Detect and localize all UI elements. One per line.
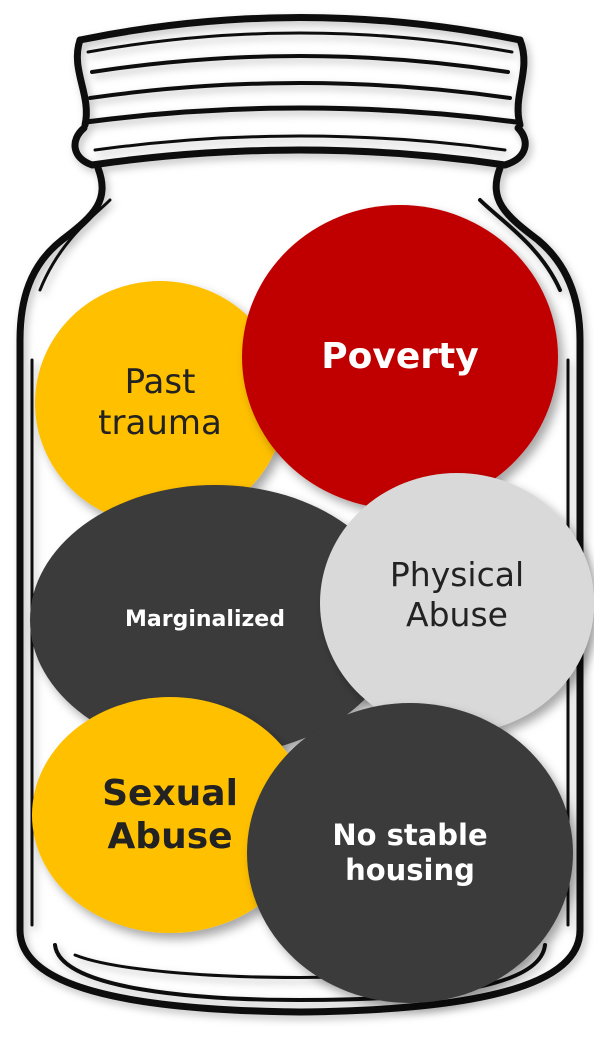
poverty-circle	[242, 205, 558, 509]
sexual-abuse-circle	[32, 697, 308, 933]
jar-lid-top	[76, 14, 524, 44]
jar-shoulder-left	[16, 164, 106, 344]
jar-neck-band	[71, 124, 529, 169]
marginalized-circle	[30, 485, 400, 755]
jar-shoulder-right	[492, 164, 584, 344]
jar-lid-left	[73, 36, 90, 129]
ball-group	[30, 205, 594, 1003]
jar-lid-right	[514, 36, 528, 129]
past-trauma-circle	[35, 281, 285, 525]
jar-bottom	[16, 926, 584, 1016]
no-stable-housing-circle	[247, 703, 573, 1003]
physical-abuse-circle	[320, 473, 594, 733]
